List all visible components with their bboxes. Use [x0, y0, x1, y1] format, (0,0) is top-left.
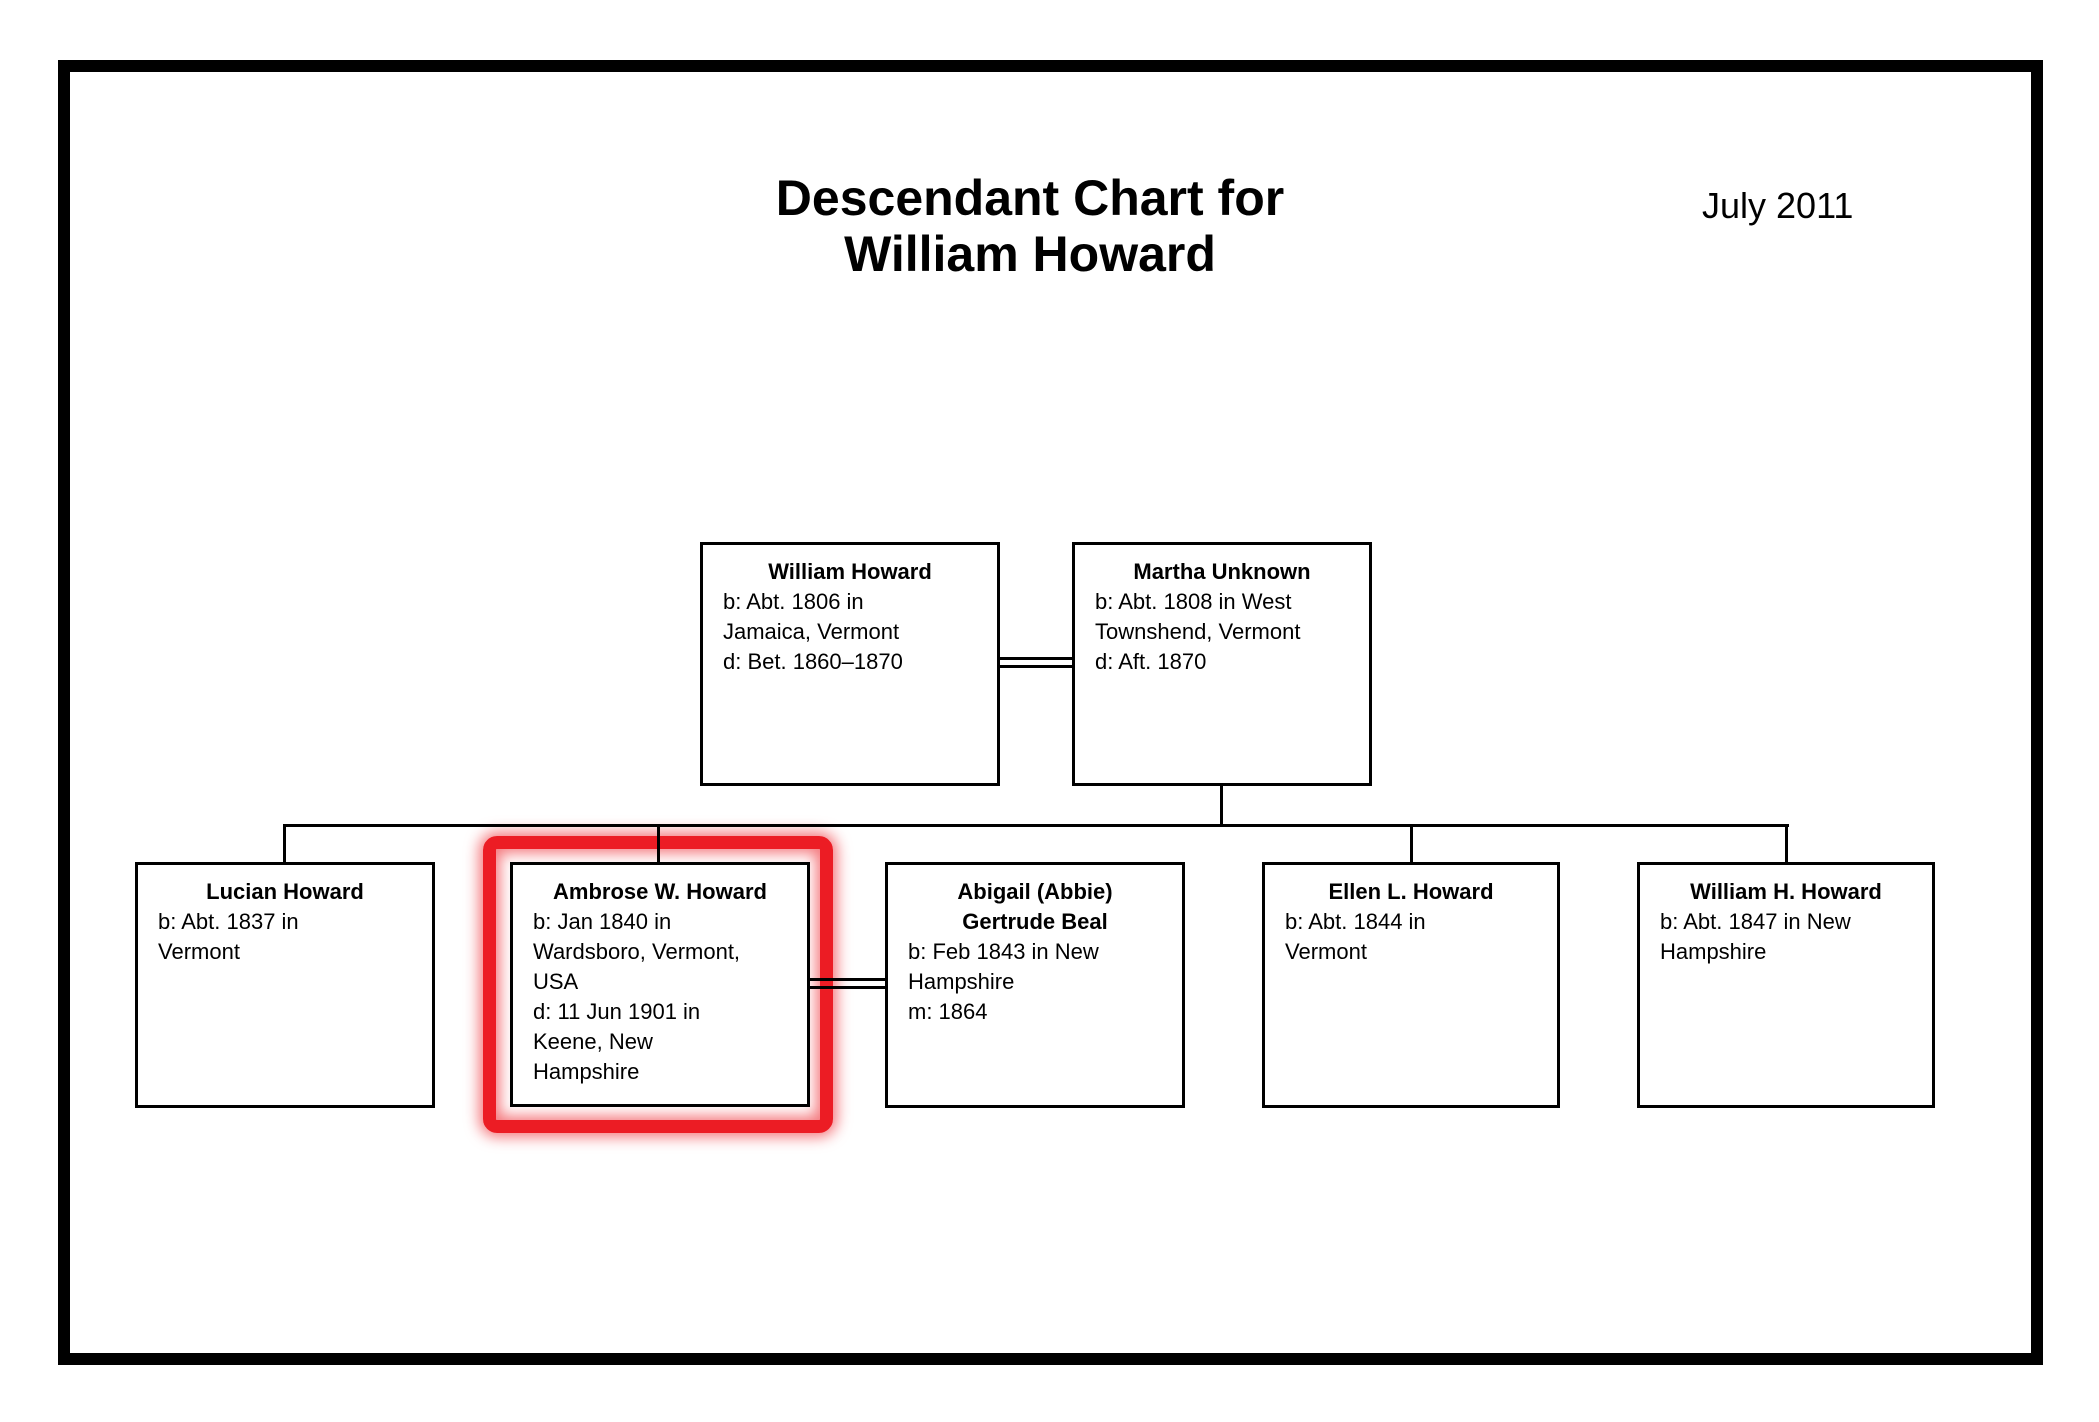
person-detail: b: Abt. 1837 in Vermont — [158, 909, 299, 964]
person-detail: d: Bet. 1860–1870 — [723, 649, 903, 674]
person-detail: b: Jan 1840 in Wardsboro, Vermont, USA — [533, 909, 741, 994]
page-border — [58, 60, 2043, 1365]
person-box-ambrose-w-howard[interactable]: Ambrose W. Howard b: Jan 1840 in Wardsbo… — [510, 862, 810, 1107]
person-name: Ambrose W. Howard — [553, 879, 767, 904]
person-name: Abigail (Abbie) Gertrude Beal — [957, 879, 1113, 934]
chart-title-line2: William Howard — [844, 226, 1216, 282]
drop-line-lucian — [283, 824, 286, 865]
drop-line-william-h — [1785, 824, 1788, 865]
selection-highlight-ring — [483, 836, 833, 1133]
person-box-abigail-gertrude-beal[interactable]: Abigail (Abbie) Gertrude Beal b: Feb 184… — [885, 862, 1185, 1108]
person-name: William Howard — [768, 559, 932, 584]
marriage-line-parents-bottom — [997, 665, 1075, 668]
chart-title-line1: Descendant Chart for — [775, 170, 1285, 226]
person-box-william-h-howard[interactable]: William H. Howard b: Abt. 1847 in New Ha… — [1637, 862, 1935, 1108]
chart-title: Descendant Chart for William Howard — [630, 170, 1430, 282]
person-box-martha-unknown[interactable]: Martha Unknown b: Abt. 1808 in West Town… — [1072, 542, 1372, 786]
marriage-line-ambrose-top — [808, 978, 888, 981]
marriage-line-parents-top — [997, 657, 1075, 660]
person-detail: b: Abt. 1808 in West Townshend, Vermont — [1095, 589, 1301, 644]
person-box-ellen-l-howard[interactable]: Ellen L. Howard b: Abt. 1844 in Vermont — [1262, 862, 1560, 1108]
chart-date: July 2011 — [1702, 185, 1854, 226]
person-name: William H. Howard — [1690, 879, 1882, 904]
person-detail: b: Abt. 1847 in New Hampshire — [1660, 909, 1851, 964]
person-detail: b: Abt. 1844 in Vermont — [1285, 909, 1426, 964]
sibling-rail-line — [283, 824, 1789, 827]
person-name: Martha Unknown — [1133, 559, 1311, 584]
drop-line-ambrose — [657, 824, 660, 865]
person-detail: d: Aft. 1870 — [1095, 649, 1207, 674]
marriage-line-ambrose-bottom — [808, 986, 888, 989]
person-detail: m: 1864 — [908, 999, 988, 1024]
person-detail: b: Feb 1843 in New Hampshire — [908, 939, 1099, 994]
person-box-lucian-howard[interactable]: Lucian Howard b: Abt. 1837 in Vermont — [135, 862, 435, 1108]
person-name: Ellen L. Howard — [1328, 879, 1494, 904]
drop-line-ellen — [1410, 824, 1413, 865]
person-detail: d: 11 Jun 1901 in Keene, New Hampshire — [533, 999, 701, 1084]
person-detail: b: Abt. 1806 in Jamaica, Vermont — [723, 589, 900, 644]
person-box-william-howard[interactable]: William Howard b: Abt. 1806 in Jamaica, … — [700, 542, 1000, 786]
person-name: Lucian Howard — [206, 879, 364, 904]
descent-line-from-parents — [1220, 786, 1223, 827]
